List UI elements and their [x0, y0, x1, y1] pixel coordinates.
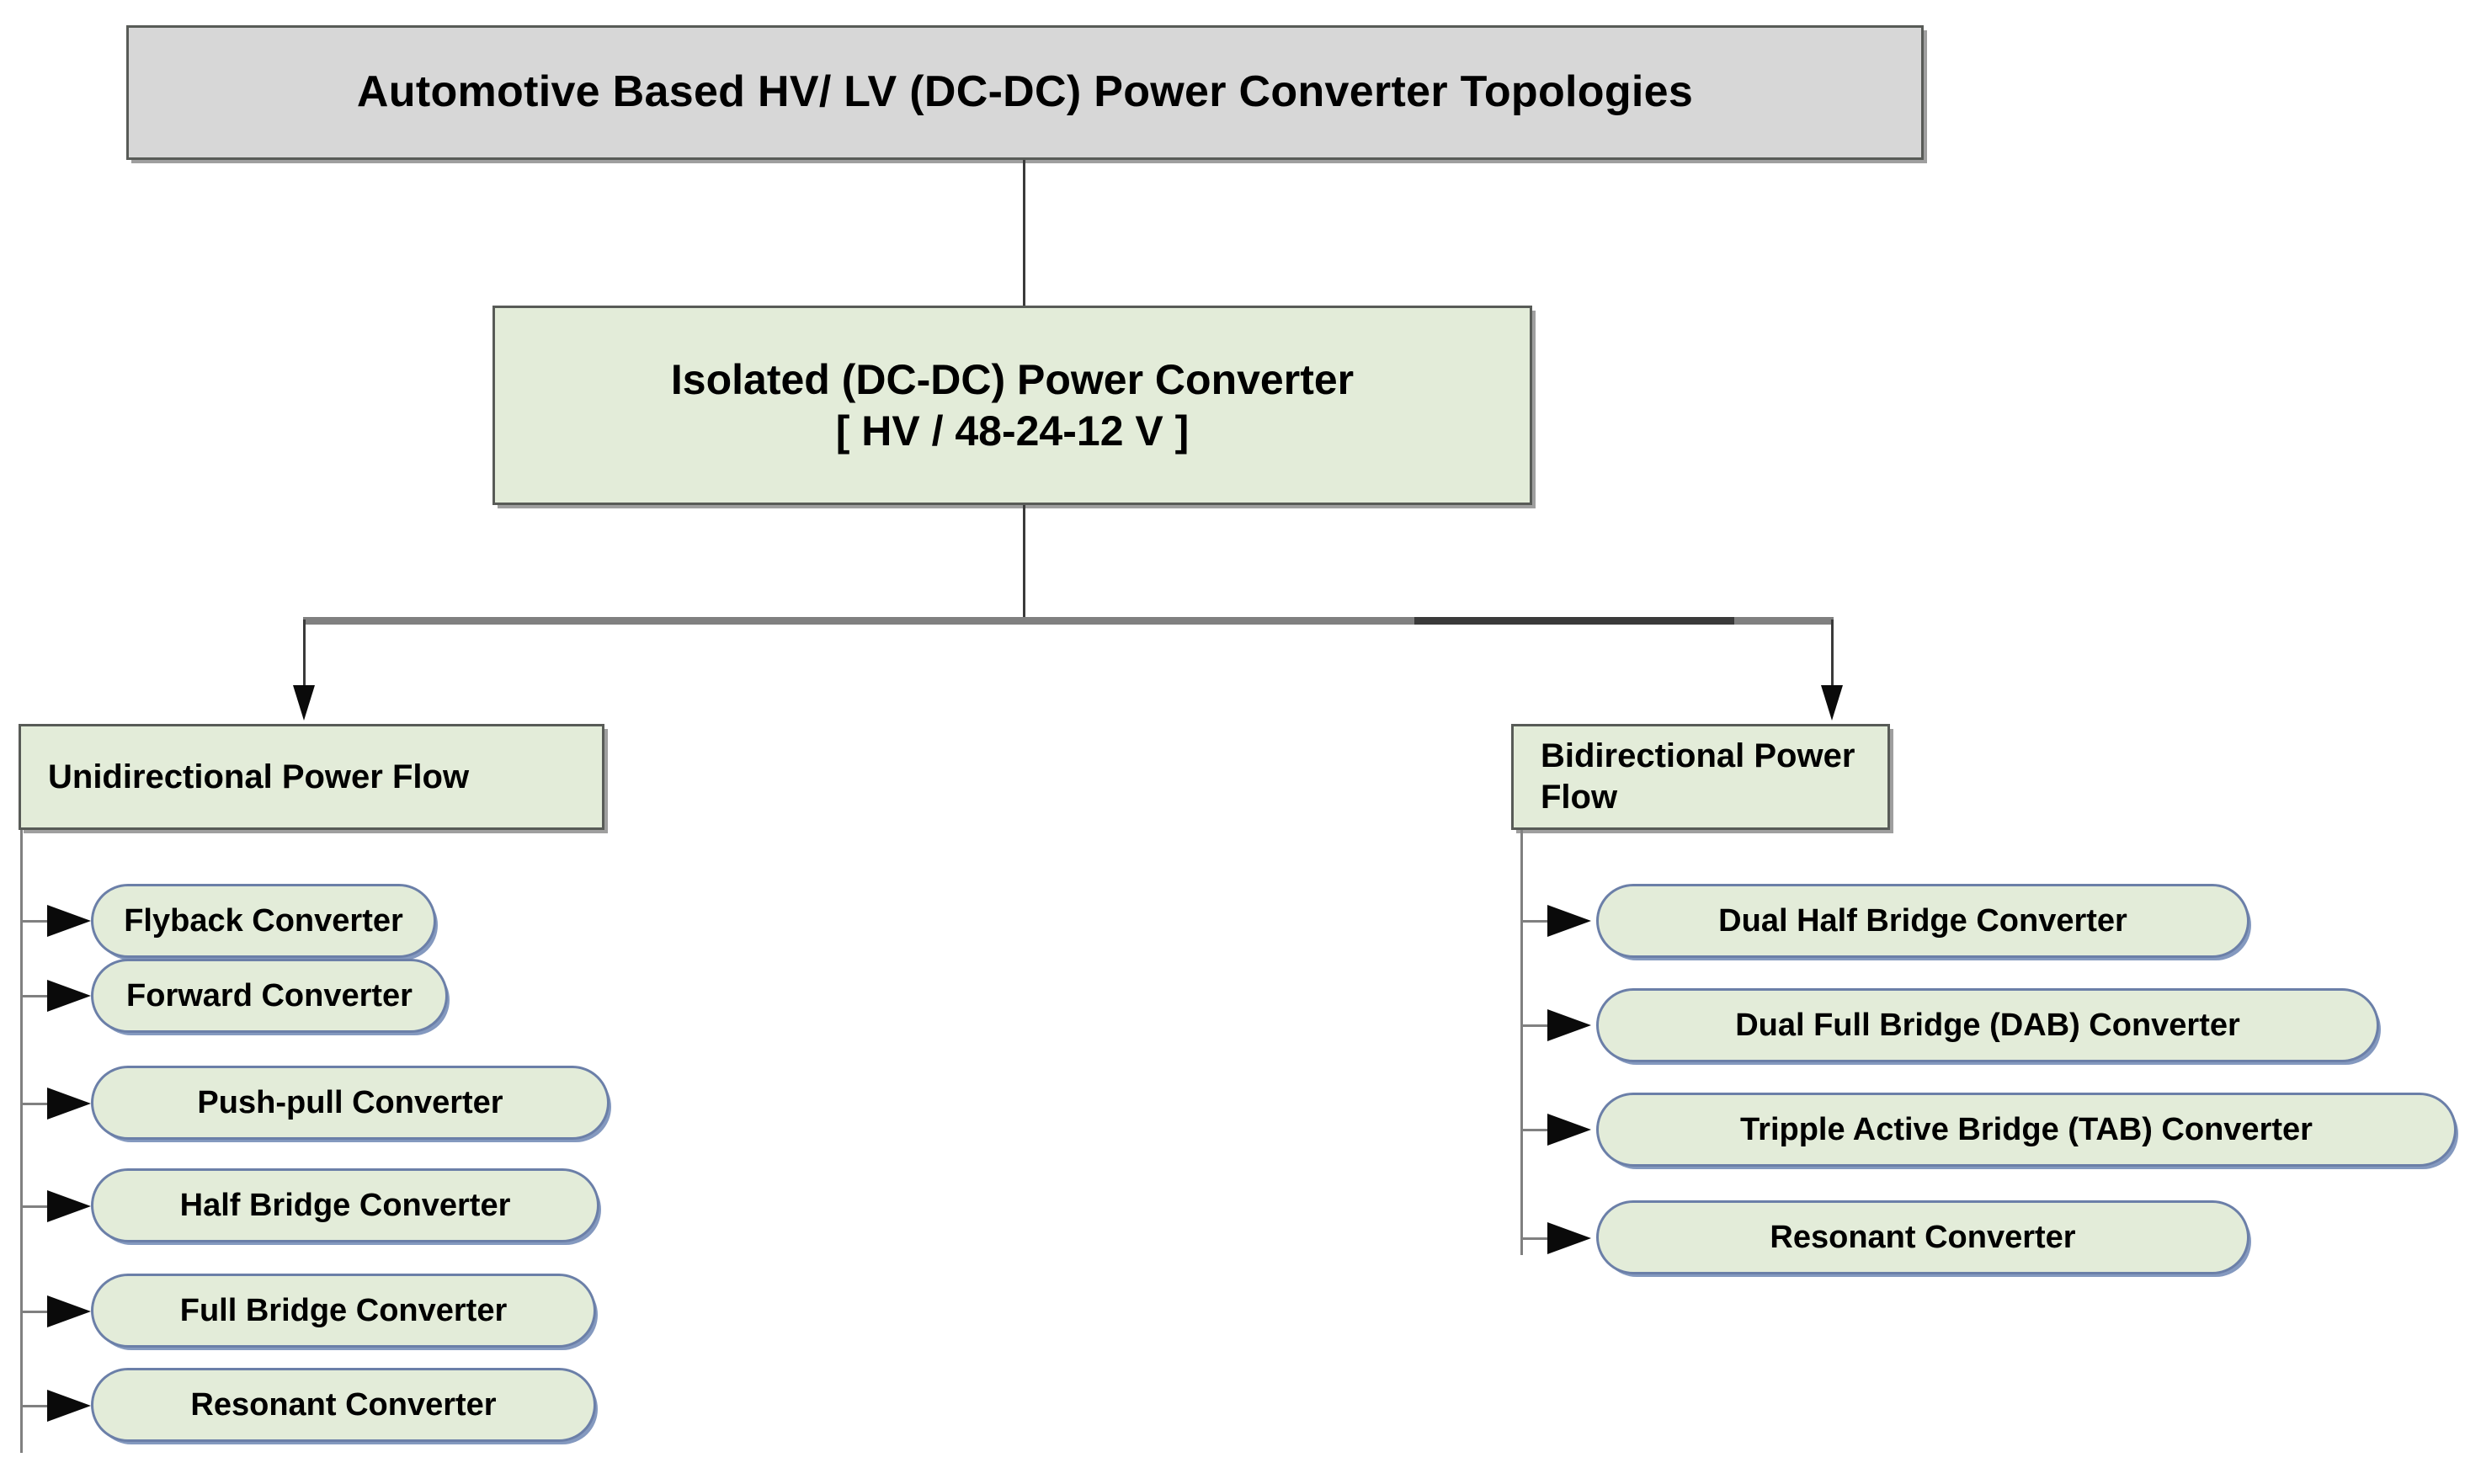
- leaf-label-dual-half-bridge-converter: Dual Half Bridge Converter: [1718, 902, 2127, 939]
- arrow-right-icon-bi-3: [1547, 1114, 1591, 1146]
- leaf-node-full-bridge-converter[interactable]: Full Bridge Converter: [91, 1274, 596, 1348]
- arrow-right-icon-bi-1: [1547, 905, 1591, 937]
- connector-root-to-isolated: [1023, 160, 1025, 306]
- leaf-node-flyback-converter[interactable]: Flyback Converter: [91, 884, 436, 958]
- arrow-down-icon-unidirectional: [293, 685, 315, 721]
- leaf-node-resonant-converter-bi[interactable]: Resonant Converter: [1596, 1200, 2249, 1274]
- branch-label-bidirectional: Bidirectional Power Flow: [1541, 737, 1855, 816]
- leaf-node-dual-full-bridge-dab-converter[interactable]: Dual Full Bridge (DAB) Converter: [1596, 988, 2379, 1062]
- leaf-node-forward-converter[interactable]: Forward Converter: [91, 959, 448, 1033]
- leaf-node-resonant-converter-uni[interactable]: Resonant Converter: [91, 1368, 596, 1442]
- connector-split-bar-dark-segment: [1414, 617, 1734, 625]
- isolated-converter-node: Isolated (DC-DC) Power Converter [ HV / …: [492, 306, 1532, 505]
- leaf-node-push-pull-converter[interactable]: Push-pull Converter: [91, 1066, 610, 1140]
- connector-to-bidirectional: [1831, 620, 1834, 687]
- leaf-node-dual-half-bridge-converter[interactable]: Dual Half Bridge Converter: [1596, 884, 2249, 958]
- branch-label-unidirectional: Unidirectional Power Flow: [48, 758, 470, 795]
- connector-trunk-bidirectional: [1520, 830, 1523, 1255]
- isolated-converter-label-group: Isolated (DC-DC) Power Converter [ HV / …: [671, 354, 1354, 457]
- isolated-converter-label-line2: [ HV / 48-24-12 V ]: [835, 407, 1190, 455]
- leaf-label-resonant-converter-bi: Resonant Converter: [1770, 1219, 2076, 1255]
- arrow-right-icon-bi-2: [1547, 1009, 1591, 1041]
- leaf-node-tripple-active-bridge-tab-converter[interactable]: Tripple Active Bridge (TAB) Converter: [1596, 1093, 2457, 1167]
- leaf-label-flyback-converter: Flyback Converter: [124, 902, 403, 939]
- root-node-title: Automotive Based HV/ LV (DC-DC) Power Co…: [126, 25, 1924, 160]
- leaf-label-push-pull-converter: Push-pull Converter: [197, 1084, 503, 1120]
- arrow-right-icon-uni-3: [47, 1088, 91, 1120]
- branch-node-bidirectional: Bidirectional Power Flow: [1511, 724, 1890, 830]
- arrow-right-icon-uni-2: [47, 980, 91, 1012]
- connector-split-bar: [303, 617, 1834, 625]
- leaf-label-half-bridge-converter: Half Bridge Converter: [179, 1187, 511, 1223]
- leaf-label-full-bridge-converter: Full Bridge Converter: [179, 1292, 508, 1328]
- connector-to-unidirectional: [303, 620, 306, 687]
- leaf-label-tripple-active-bridge-tab-converter: Tripple Active Bridge (TAB) Converter: [1740, 1111, 2313, 1147]
- leaf-label-resonant-converter-uni: Resonant Converter: [190, 1386, 497, 1423]
- leaf-node-half-bridge-converter[interactable]: Half Bridge Converter: [91, 1168, 599, 1242]
- arrow-right-icon-uni-6: [47, 1390, 91, 1422]
- arrow-right-icon-uni-4: [47, 1190, 91, 1222]
- root-node-label: Automotive Based HV/ LV (DC-DC) Power Co…: [356, 67, 1694, 117]
- isolated-converter-label-line1: Isolated (DC-DC) Power Converter: [670, 355, 1355, 403]
- arrow-down-icon-bidirectional: [1821, 685, 1843, 721]
- connector-trunk-unidirectional: [20, 830, 23, 1453]
- branch-node-unidirectional: Unidirectional Power Flow: [19, 724, 604, 830]
- connector-isolated-stem: [1023, 505, 1025, 620]
- arrow-right-icon-uni-1: [47, 905, 91, 937]
- leaf-label-dual-full-bridge-dab-converter: Dual Full Bridge (DAB) Converter: [1735, 1007, 2240, 1043]
- arrow-right-icon-bi-4: [1547, 1222, 1591, 1254]
- arrow-right-icon-uni-5: [47, 1295, 91, 1327]
- leaf-label-forward-converter: Forward Converter: [126, 977, 413, 1013]
